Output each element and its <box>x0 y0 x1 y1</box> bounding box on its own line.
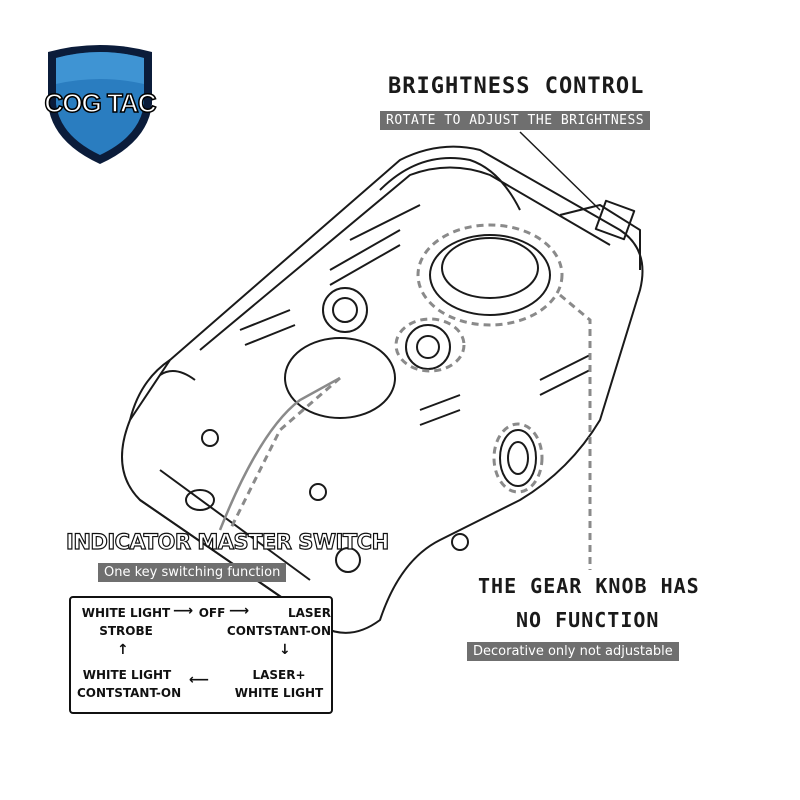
arrow-up-icon: ↑ <box>117 642 129 658</box>
mode-laser-on: LASER CONTSTANT-ON <box>226 606 331 638</box>
arrow-down-icon: ↓ <box>279 642 291 658</box>
mode-off: OFF <box>198 606 226 620</box>
master-switch-title: INDICATOR MASTER SWITCH <box>65 529 389 554</box>
mode-laser-white: LASER+ WHITE LIGHT <box>234 668 324 700</box>
brand-logo-text: COG TAC <box>44 87 157 119</box>
master-switch-subtitle: One key switching function <box>98 563 287 582</box>
mode-sequence-box: WHITE LIGHT STROBE ⟶ OFF ⟶ LASER CONTSTA… <box>69 596 333 714</box>
brightness-title: BRIGHTNESS CONTROL <box>388 74 645 99</box>
shield-icon <box>48 45 152 164</box>
arrow-right-icon: ⟶ <box>173 603 194 619</box>
brightness-subtitle: ROTATE TO ADJUST THE BRIGHTNESS <box>380 111 651 130</box>
mode-white-on: WHITE LIGHT CONTSTANT-ON <box>77 668 182 700</box>
brand-logo: COG TAC <box>40 44 160 170</box>
gear-knob-title-line2: NO FUNCTION <box>516 608 660 632</box>
mode-white-strobe: WHITE LIGHT STROBE <box>81 606 171 638</box>
arrow-left-icon: ⟵ <box>189 672 210 688</box>
arrow-right-icon: ⟶ <box>229 603 250 619</box>
gear-knob-title-line1: THE GEAR KNOB HAS <box>478 574 700 598</box>
gear-knob-subtitle: Decorative only not adjustable <box>467 642 679 661</box>
